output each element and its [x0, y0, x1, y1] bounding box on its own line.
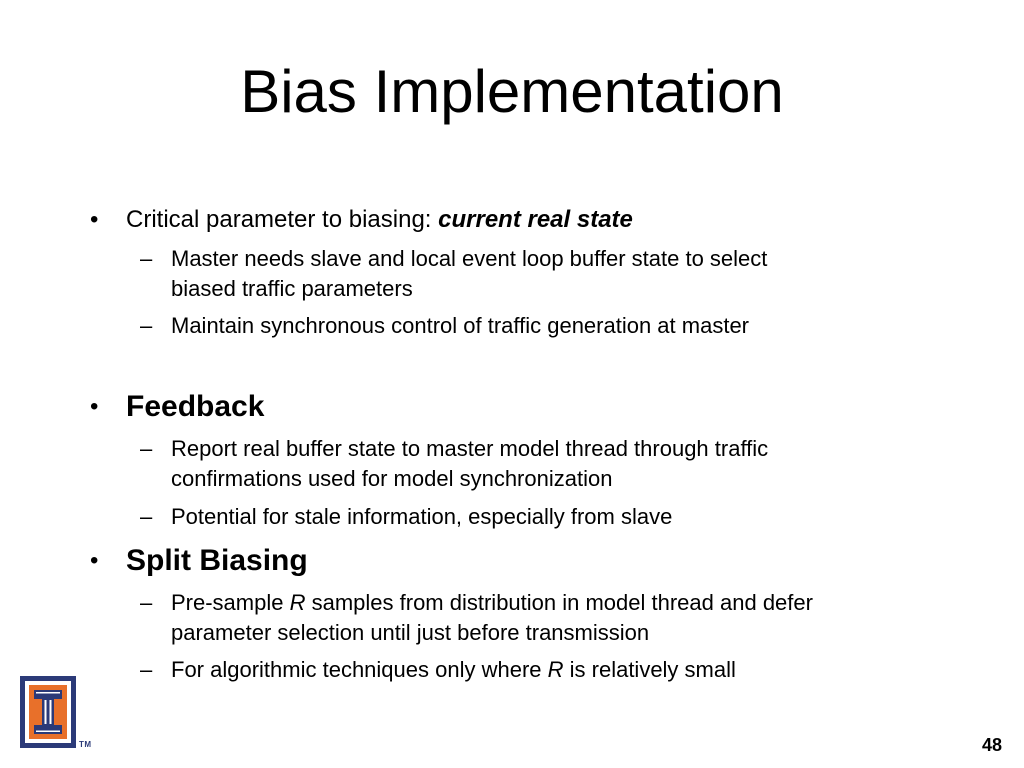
bullet-1-emphasis: current real state [438, 206, 633, 233]
sub-bullet-1-2: Maintain synchronous control of traffic … [171, 313, 750, 338]
sub-bullet-1-1-line-2: biased traffic parameters [171, 276, 413, 301]
sub-bullet-3-1-line-2: parameter selection until just before tr… [171, 620, 650, 645]
dash-marker: – [140, 436, 153, 461]
sub-bullet-2-1-line-1: Report real buffer state to master model… [171, 436, 769, 461]
university-logo-icon [20, 676, 76, 748]
dash-marker: – [140, 313, 153, 338]
variable-r: R [547, 657, 564, 682]
variable-r: R [289, 590, 306, 615]
sub-bullet-3-2: For algorithmic techniques only where R … [171, 655, 736, 685]
bullet-1-label: Critical parameter to biasing: [126, 206, 439, 233]
sub-bullet-3-2-pre: For algorithmic techniques only where [171, 657, 548, 682]
dash-marker: – [140, 504, 153, 529]
sub-bullet-3-1-post: samples from distribution in model threa… [305, 590, 813, 615]
dash-marker: – [140, 657, 153, 682]
sub-bullet-2-2: Potential for stale information, especia… [171, 504, 673, 529]
bullet-marker: • [90, 206, 99, 233]
bullet-1-text: Critical parameter to biasing: current r… [126, 206, 633, 234]
sub-bullet-1-1-line-1: Master needs slave and local event loop … [171, 246, 768, 271]
dash-marker: – [140, 590, 153, 615]
bullet-marker: • [90, 547, 99, 574]
bullet-2-text: Feedback [126, 390, 265, 423]
trademark-mark: TM [79, 740, 92, 749]
sub-bullet-3-2-post: is relatively small [563, 657, 736, 682]
sub-bullet-3-1-line-1: Pre-sample R samples from distribution i… [171, 588, 813, 618]
bullet-3-text: Split Biasing [126, 544, 308, 577]
bullet-marker: • [90, 393, 99, 420]
page-number: 48 [981, 735, 1002, 755]
sub-bullet-3-1-pre: Pre-sample [171, 590, 290, 615]
sub-bullet-2-1-line-2: confirmations used for model synchroniza… [171, 466, 613, 491]
dash-marker: – [140, 246, 153, 271]
slide-title: Bias Implementation [240, 58, 784, 125]
